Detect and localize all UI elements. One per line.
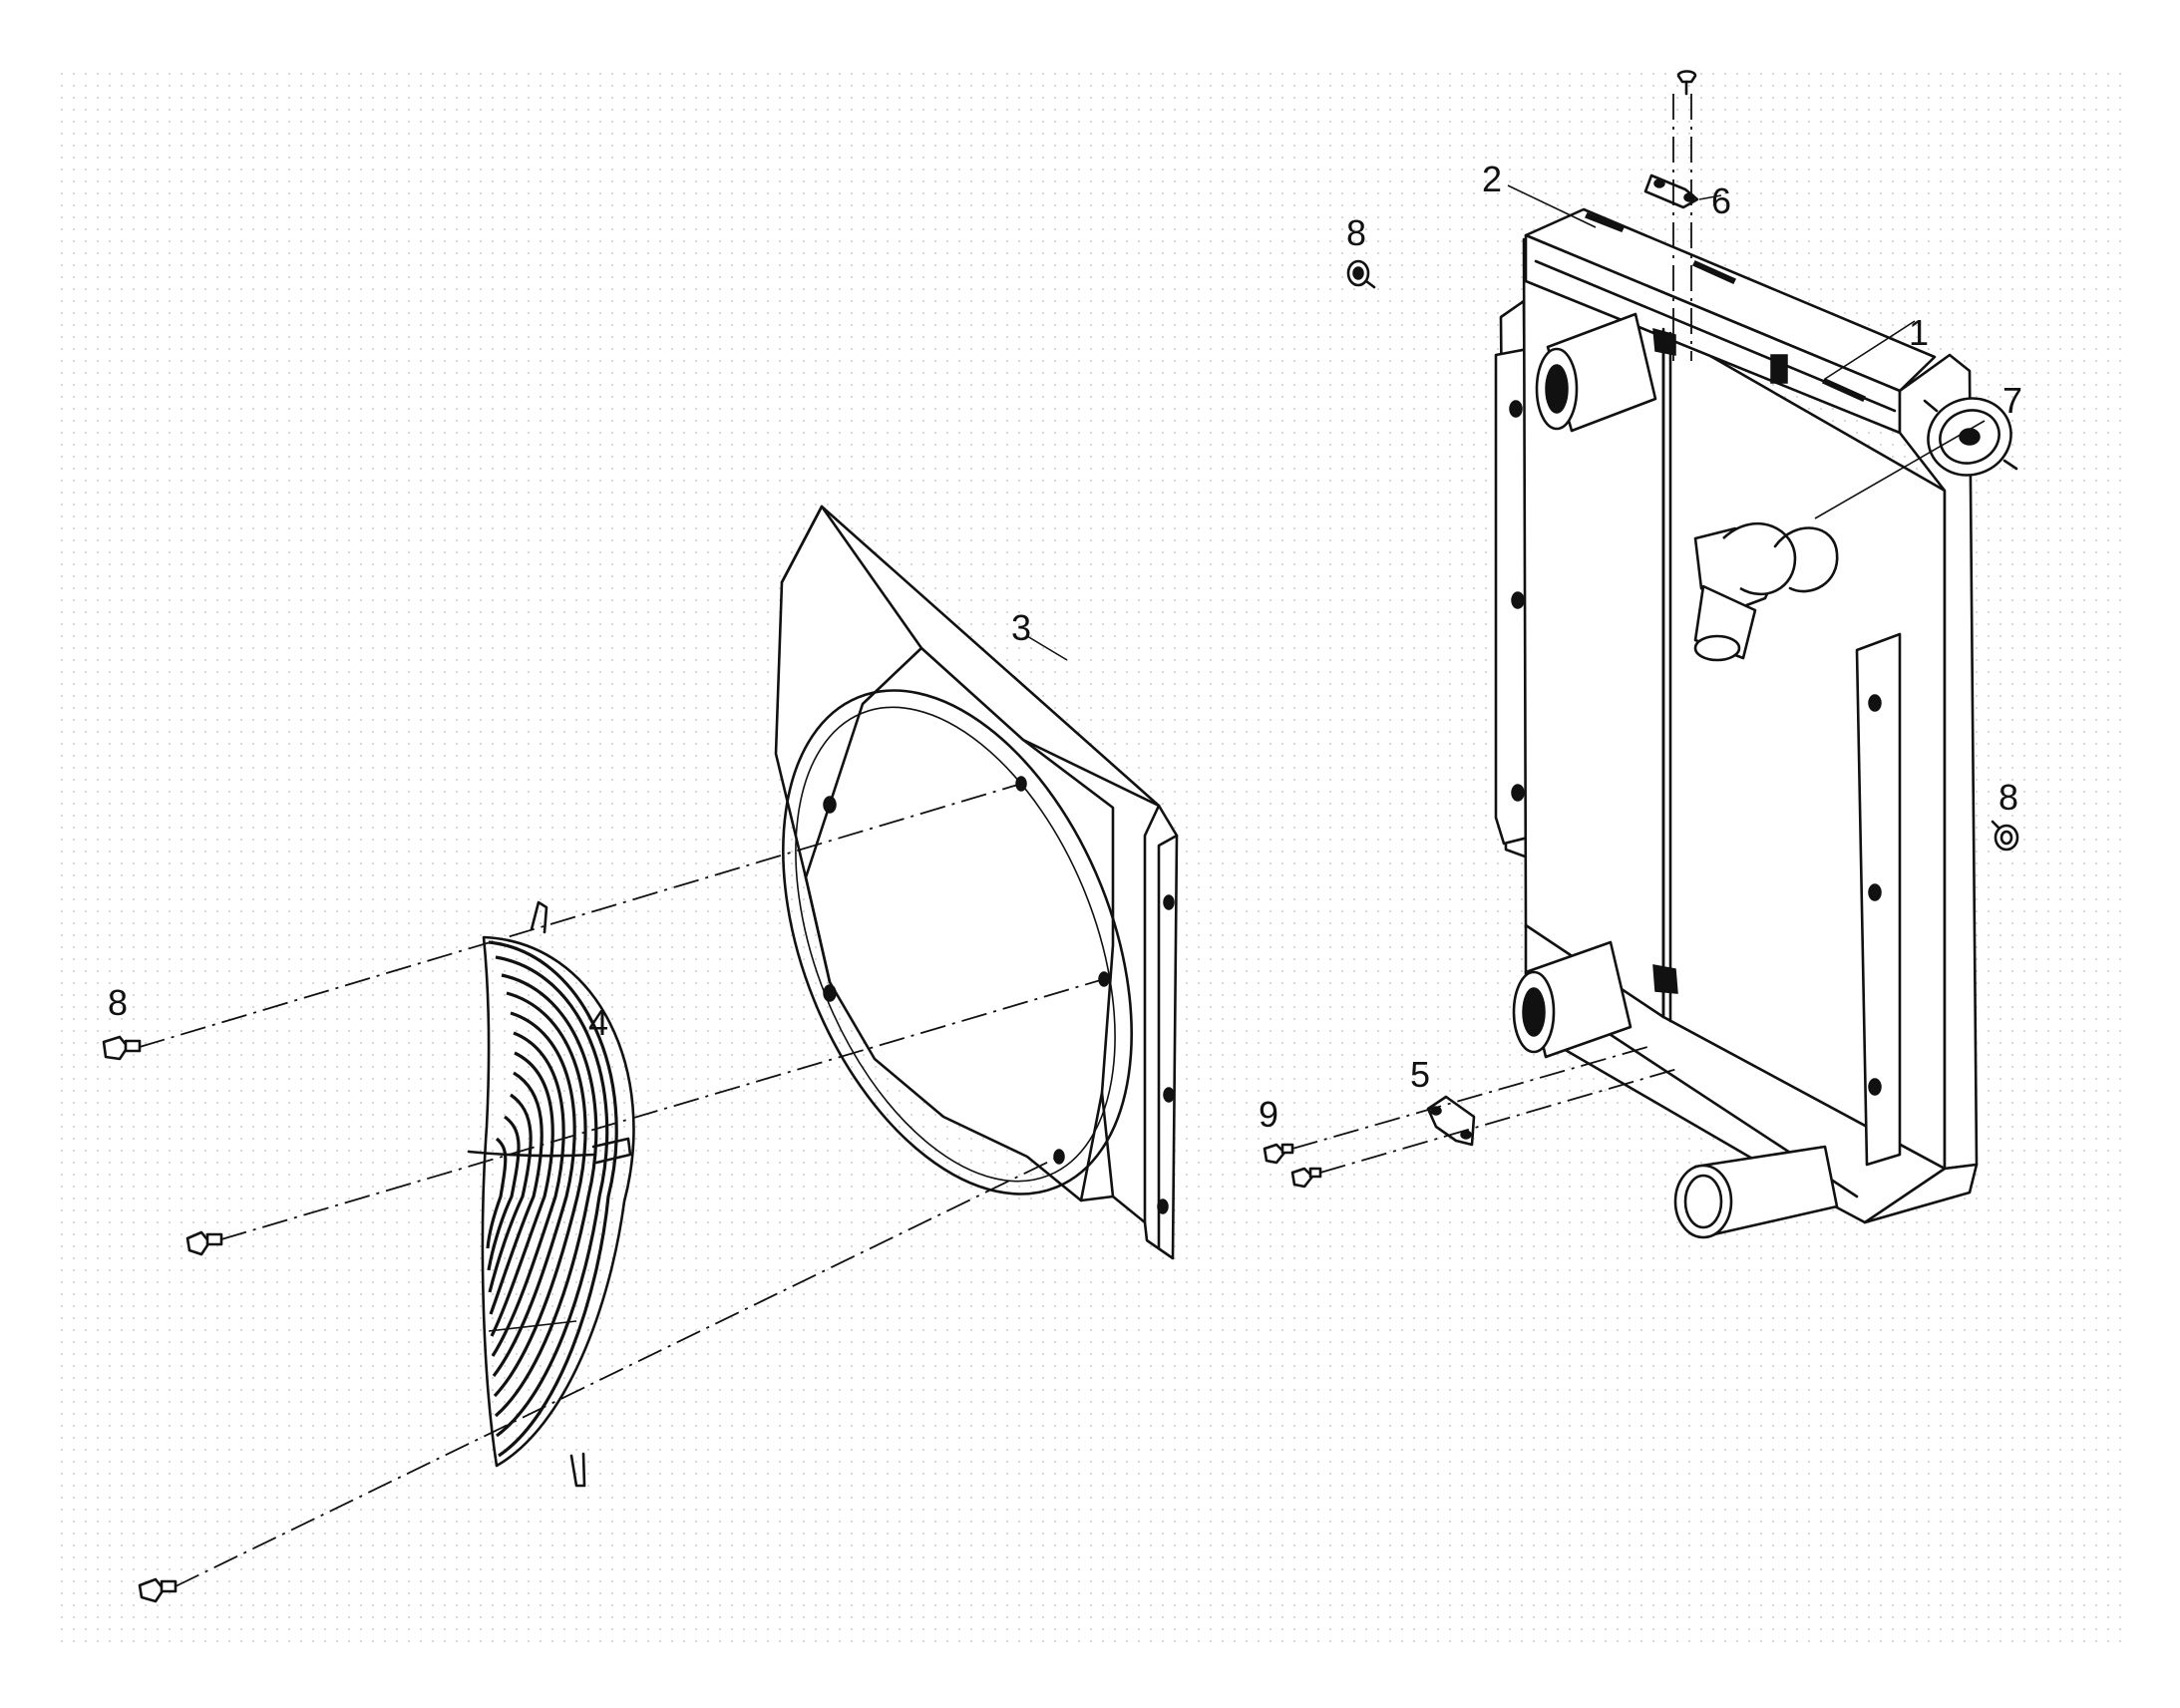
- callout-8-left: 8: [108, 982, 128, 1023]
- callout-7: 7: [2002, 380, 2022, 421]
- callout-5: 5: [1410, 1054, 1430, 1095]
- fan-shroud: [774, 505, 1179, 1260]
- leader-lines: [1026, 184, 1986, 661]
- callout-8-right: 8: [1998, 777, 2018, 818]
- callout-4: 4: [588, 1002, 608, 1043]
- callouts: 1 2 3 4 5 6 7 8 8 8 9: [108, 159, 2022, 1135]
- bottom-bracket: [1426, 1095, 1476, 1147]
- bolt-8-top: [1346, 259, 1376, 289]
- radiator-cap: [1923, 397, 2018, 477]
- radiator: [1494, 207, 1979, 1239]
- callout-6: 6: [1711, 180, 1731, 221]
- callout-2: 2: [1482, 159, 1502, 199]
- bolt-9-a: [1263, 1143, 1294, 1165]
- callout-1: 1: [1909, 312, 1929, 353]
- fan-guard: [467, 900, 635, 1488]
- alignment-lines: [139, 94, 1692, 1587]
- callout-9: 9: [1259, 1094, 1278, 1135]
- bolt-left-middle: [185, 1230, 223, 1256]
- bolt-8-left-top: [102, 1035, 142, 1061]
- bolt-8-right: [1991, 820, 2019, 852]
- callout-8-top: 8: [1346, 212, 1366, 253]
- callout-3: 3: [1011, 607, 1031, 648]
